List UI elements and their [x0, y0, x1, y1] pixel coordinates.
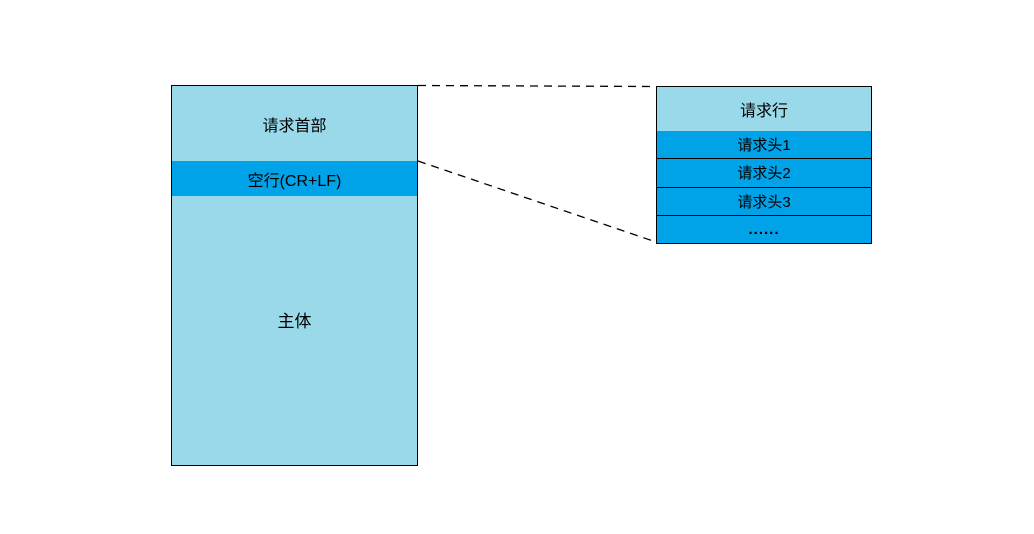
request-line-row: 请求行	[657, 87, 871, 131]
ellipsis-row: ......	[657, 214, 871, 243]
diagonal-dashed-connector-line	[417, 160, 657, 243]
request-header-1-row: 请求头1	[657, 131, 871, 159]
top-dashed-connector-line	[417, 84, 657, 88]
blank-line-section: 空行(CR+LF)	[172, 161, 417, 196]
request-header-2-row: 请求头2	[657, 158, 871, 187]
request-message-box: 请求首部 空行(CR+LF) 主体	[171, 85, 418, 466]
header-detail-box: 请求行 请求头1 请求头2 请求头3 ......	[656, 86, 872, 244]
request-header-3-row: 请求头3	[657, 186, 871, 215]
request-header-section: 请求首部	[172, 86, 417, 161]
body-section: 主体	[172, 196, 417, 465]
